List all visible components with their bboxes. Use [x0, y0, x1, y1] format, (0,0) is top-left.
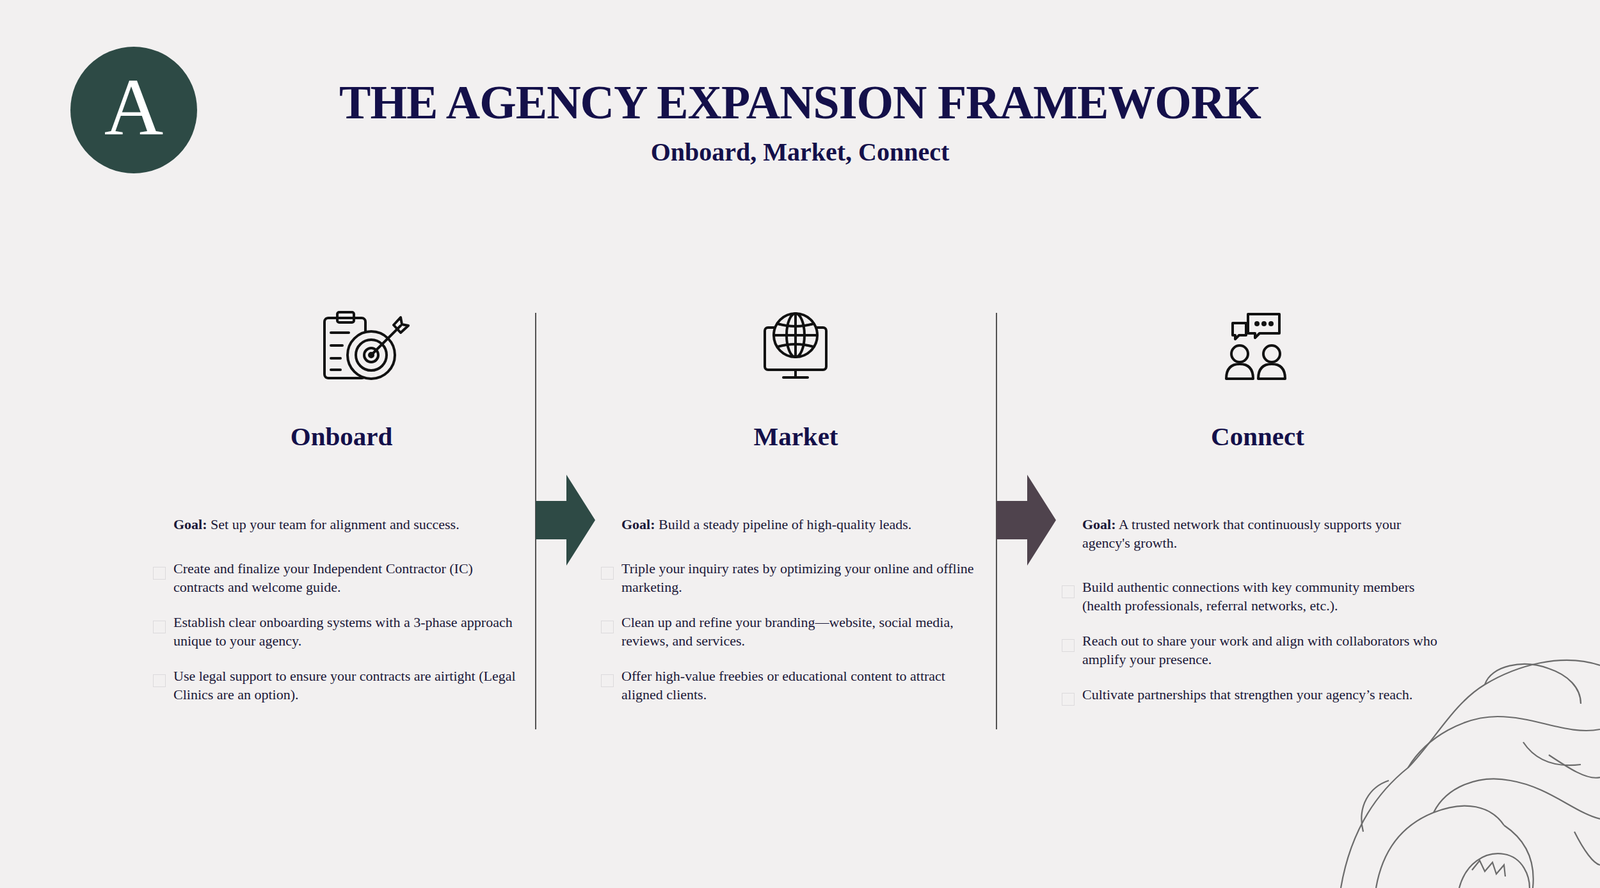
onboard-icon: [324, 312, 409, 379]
checklist-item: Build authentic connections with key com…: [1082, 577, 1442, 616]
checklist-text: Cultivate partnerships that strengthen y…: [1082, 686, 1413, 703]
goal-label: Goal:: [621, 516, 656, 533]
flow-arrow: [535, 474, 596, 566]
checklist-text: Establish clear onboarding systems with …: [173, 614, 513, 649]
goal-text: Build a steady pipeline of high-quality …: [658, 516, 912, 533]
checklist-text: Use legal support to ensure your contrac…: [173, 668, 516, 703]
column-heading: Connect: [1056, 419, 1460, 454]
goal-label: Goal:: [173, 516, 208, 533]
market-icon: [764, 313, 827, 378]
goal-line: Goal: Set up your team for alignment and…: [173, 515, 518, 534]
checklist-item: Use legal support to ensure your contrac…: [173, 666, 518, 704]
checkbox: [1061, 639, 1075, 653]
checklist-item: Clean up and refine your branding—websit…: [621, 613, 979, 651]
page-title: THE AGENCY EXPANSION FRAMEWORK: [0, 75, 1600, 130]
column-heading: Onboard: [147, 419, 536, 454]
goal-line: Goal: Build a steady pipeline of high-qu…: [621, 515, 979, 534]
goal-line: Goal: A trusted network that continuousl…: [1082, 515, 1442, 553]
column-node: ConnectGoal: A trusted network that cont…: [1056, 419, 1460, 704]
checkbox: [1061, 693, 1075, 706]
subtitle: Onboard, Market, Connect: [0, 136, 1600, 168]
checklist-item: Establish clear onboarding systems with …: [173, 613, 518, 651]
divider-lines: [535, 312, 997, 730]
goal-text: A trusted network that continuously supp…: [1082, 516, 1401, 552]
column-node: MarketGoal: Build a steady pipeline of h…: [595, 419, 997, 704]
logo-letter: A: [70, 58, 198, 155]
checklist-item: Create and finalize your Independent Con…: [173, 559, 518, 597]
logo-circle: [70, 46, 198, 174]
checkbox: [152, 567, 166, 580]
checklist-text: Reach out to share your work and align w…: [1082, 632, 1438, 668]
column-node: OnboardGoal: Set up your team for alignm…: [147, 419, 536, 704]
checklist-item: Reach out to share your work and align w…: [1082, 631, 1442, 669]
goal-label: Goal:: [1082, 516, 1117, 533]
checklist-item: Triple your inquiry rates by optimizing …: [621, 559, 979, 597]
connect-icon: [1226, 314, 1286, 379]
checklist-text: Triple your inquiry rates by optimizing …: [621, 560, 975, 596]
checkbox: [152, 674, 166, 688]
checkbox: [1061, 585, 1075, 599]
goal-text: Set up your team for alignment and succe…: [210, 516, 460, 533]
checkbox: [600, 567, 614, 580]
checklist-text: Offer high-value freebies or educational…: [621, 668, 946, 703]
column-heading: Market: [595, 419, 997, 454]
checklist-item: Offer high-value freebies or educational…: [621, 666, 979, 704]
checklist-item: Cultivate partnerships that strengthen y…: [1082, 685, 1442, 704]
checklist-text: Clean up and refine your branding—websit…: [621, 614, 954, 649]
checkbox: [600, 674, 614, 688]
checklist-text: Build authentic connections with key com…: [1082, 579, 1415, 614]
flow-arrow: [996, 474, 1056, 566]
checklist-text: Create and finalize your Independent Con…: [173, 560, 473, 596]
checkbox: [600, 620, 614, 634]
checkbox: [152, 620, 166, 634]
